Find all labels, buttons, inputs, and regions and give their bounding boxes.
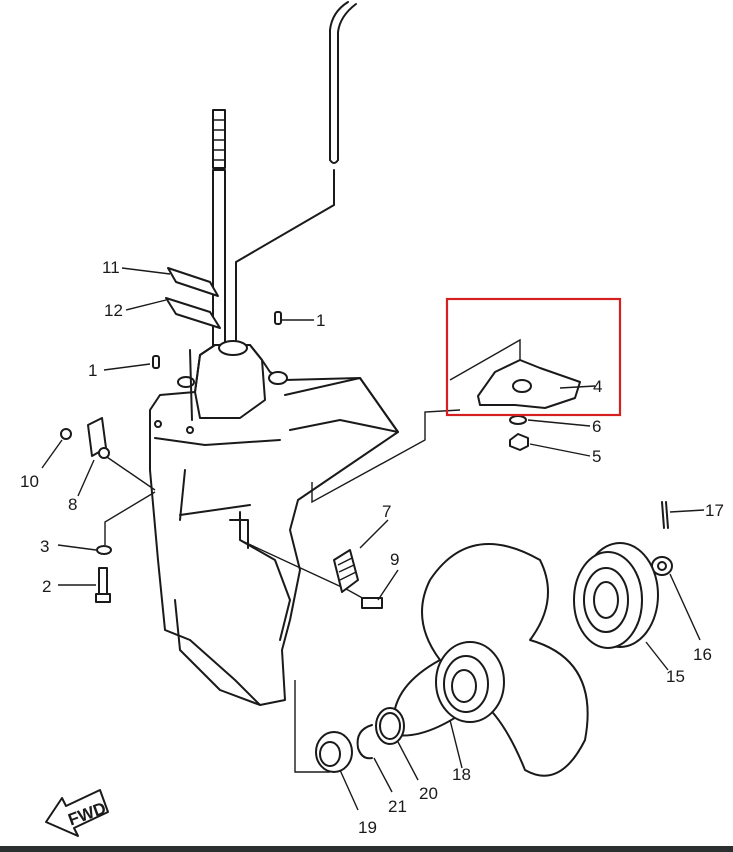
part-1-pin-left	[103, 355, 160, 371]
part-label-6: 6	[592, 417, 601, 436]
part-labels: 11 12 1 1 10 8 3 2 4 6 5 7 9 17 16 15 18…	[20, 258, 724, 837]
part-label-7: 7	[382, 502, 391, 521]
part-19-thrust-hub	[315, 731, 359, 811]
part-8-bracket	[77, 417, 110, 497]
bottom-edge-bar	[0, 846, 733, 852]
shift-rod	[235, 1, 357, 341]
part-label-12: 12	[104, 301, 123, 320]
part-label-3: 3	[40, 537, 49, 556]
part-7-anode	[333, 519, 389, 593]
part-11-plate	[121, 267, 219, 297]
part-17-cotter-pin	[661, 501, 705, 529]
part-21-ring	[356, 724, 393, 793]
part-label-8: 8	[68, 495, 77, 514]
part-label-2: 2	[42, 577, 51, 596]
part-label-17: 17	[705, 501, 724, 520]
part-label-10: 10	[20, 472, 39, 491]
part-label-1: 1	[88, 361, 97, 380]
part-label-9: 9	[390, 550, 399, 569]
part-3-washer	[57, 544, 112, 555]
part-label-11: 11	[102, 258, 120, 277]
fwd-arrow: FWD	[45, 789, 109, 837]
part-label-21: 21	[388, 797, 407, 816]
part-label-18: 18	[452, 765, 471, 784]
part-label-1: 1	[316, 311, 325, 330]
part-10-washer	[41, 428, 72, 469]
part-label-19: 19	[358, 818, 377, 837]
part-6-washer	[509, 415, 591, 427]
lower-casing	[149, 340, 399, 706]
part-9-bolt	[361, 569, 399, 609]
part-label-15: 15	[666, 667, 685, 686]
part-5-nut	[509, 433, 591, 457]
part-label-20: 20	[419, 784, 438, 803]
part-label-16: 16	[693, 645, 712, 664]
part-label-4: 4	[593, 377, 602, 396]
part-4-trim-tab	[477, 359, 596, 409]
drive-shaft	[212, 109, 226, 351]
part-16-nut	[651, 556, 701, 641]
part-15-spacer	[573, 542, 669, 671]
part-1-pin-right	[274, 311, 314, 325]
part-2-bolt	[58, 567, 111, 603]
part-18-propeller	[392, 543, 589, 777]
part-label-5: 5	[592, 447, 601, 466]
part-12-plate	[125, 297, 221, 329]
part-20-washer	[375, 707, 419, 781]
highlight-box	[445, 297, 622, 417]
